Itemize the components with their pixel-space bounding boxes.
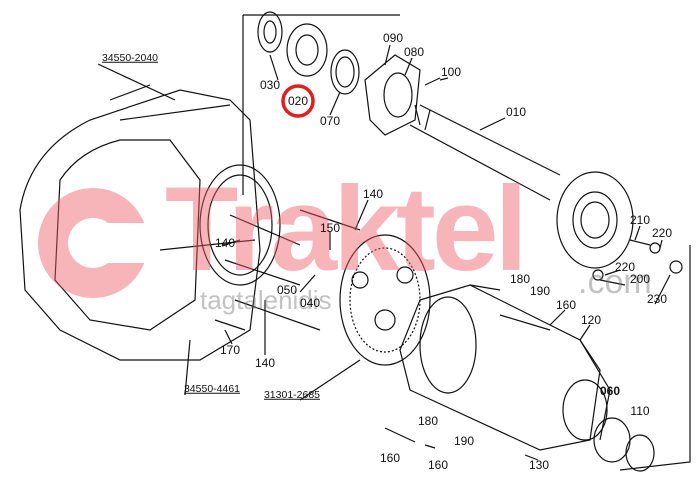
callout-220[interactable]: 220 — [651, 226, 673, 240]
callout-140[interactable]: 140 — [214, 236, 236, 250]
callout-120[interactable]: 120 — [580, 313, 602, 327]
leader-line — [184, 339, 191, 396]
flange-090 — [364, 54, 421, 136]
callout-160[interactable]: 160 — [427, 458, 449, 472]
frame-line — [619, 245, 691, 471]
callout-080[interactable]: 080 — [403, 45, 425, 59]
stud-bolts — [224, 209, 361, 331]
seal-110 — [625, 434, 655, 472]
axle-housing — [399, 284, 611, 451]
seal-060 — [593, 417, 631, 463]
callout-010[interactable]: 010 — [505, 105, 527, 119]
watermark-subtext: tagtalenidis — [200, 285, 332, 315]
part-number-transmission-case[interactable]: 34550-2040 — [101, 51, 159, 64]
callout-160[interactable]: 160 — [379, 451, 401, 465]
bolts-160 — [384, 314, 551, 449]
part-number-planetary-assembly[interactable]: 31301-2685 — [263, 388, 321, 401]
callout-210[interactable]: 210 — [629, 213, 651, 227]
callout-200[interactable]: 200 — [629, 272, 651, 286]
callout-050[interactable]: 050 — [276, 283, 298, 297]
bearing-030 — [257, 11, 283, 53]
leader-line — [299, 359, 361, 401]
bearing-020 — [286, 23, 328, 77]
callout-180[interactable]: 180 — [509, 272, 531, 286]
callout-040[interactable]: 040 — [299, 296, 321, 310]
part-number-housing-assembly[interactable]: 34550-4461 — [183, 382, 241, 395]
callout-110[interactable]: 110 — [630, 404, 650, 418]
callout-130[interactable]: 130 — [528, 458, 550, 472]
callout-190[interactable]: 190 — [529, 284, 551, 298]
callout-060[interactable]: 060 — [599, 384, 621, 398]
callout-170[interactable]: 170 — [219, 343, 241, 357]
callout-150[interactable]: 150 — [319, 221, 341, 235]
callout-230[interactable]: 230 — [646, 292, 668, 306]
watermark-gear-icon — [38, 188, 158, 298]
planetary-gear — [339, 234, 431, 366]
callout-070[interactable]: 070 — [319, 114, 341, 128]
seal-070 — [330, 49, 360, 95]
highlight-circle — [281, 84, 315, 118]
leader-line — [97, 63, 176, 101]
bolt-170 — [214, 319, 246, 331]
callout-140[interactable]: 140 — [254, 356, 276, 370]
bolt-100 — [424, 77, 441, 86]
transmission-case — [19, 84, 281, 361]
callout-180[interactable]: 180 — [417, 414, 439, 428]
watermark-domain: .com — [578, 263, 652, 301]
callout-100[interactable]: 100 — [440, 65, 462, 79]
callout-190[interactable]: 190 — [453, 434, 475, 448]
callout-090[interactable]: 090 — [382, 31, 404, 45]
callout-030[interactable]: 030 — [259, 78, 281, 92]
axle-shaft — [409, 104, 634, 269]
callout-020-highlighted[interactable]: 020 — [287, 94, 309, 108]
callout-140[interactable]: 140 — [362, 187, 384, 201]
plug-screws — [599, 239, 651, 286]
callout-220[interactable]: 220 — [614, 260, 636, 274]
callout-160[interactable]: 160 — [555, 298, 577, 312]
watermark-brand: Traktel — [165, 162, 528, 296]
